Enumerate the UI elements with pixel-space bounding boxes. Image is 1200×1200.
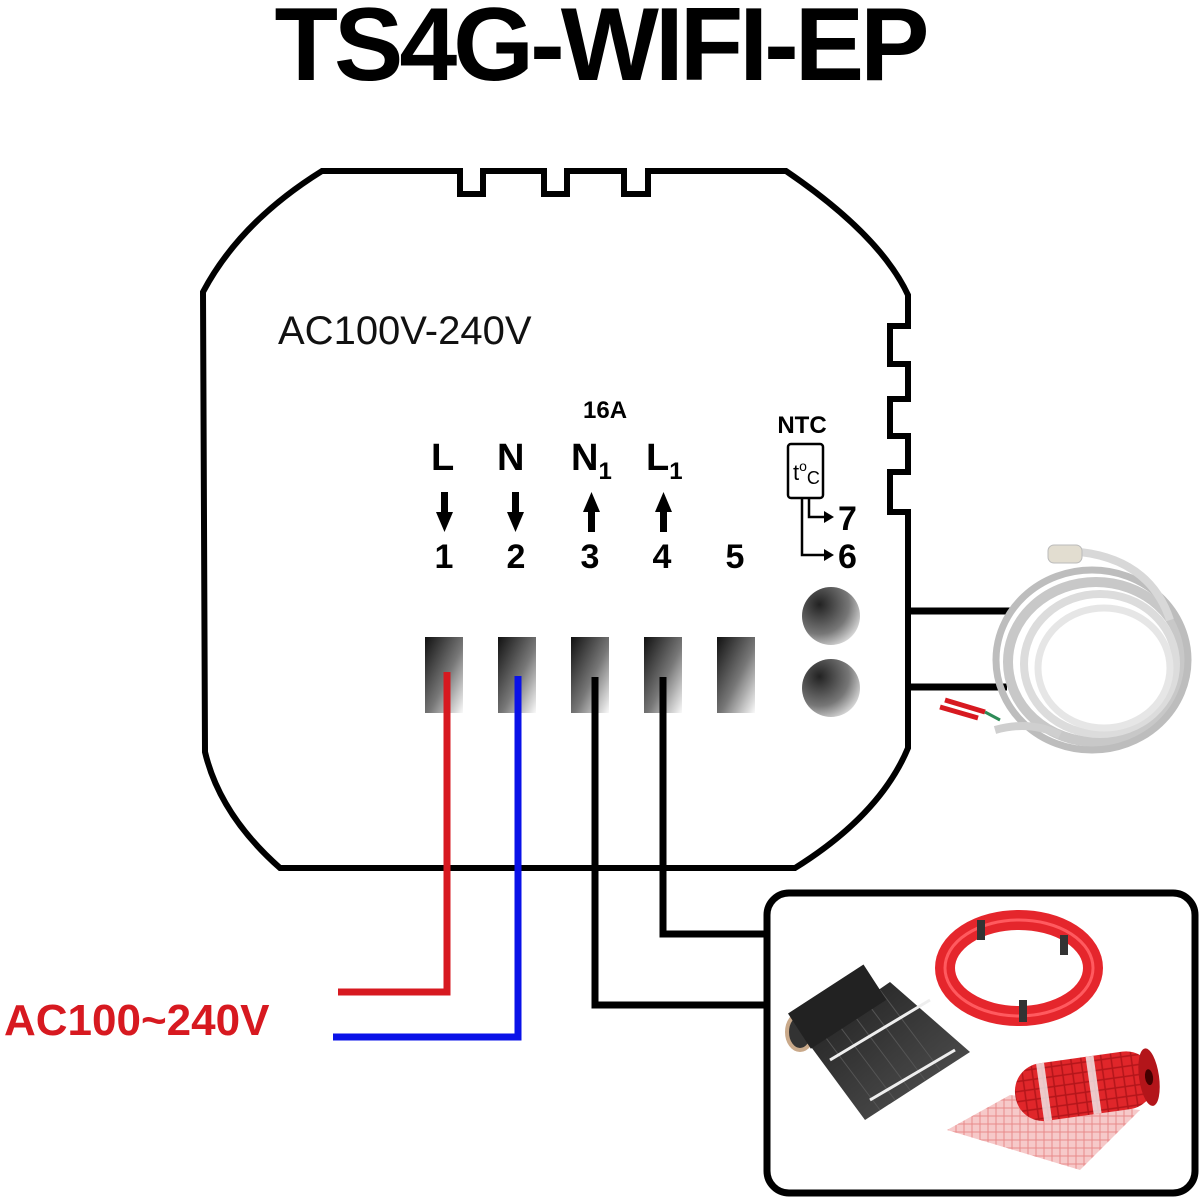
ntc-terminal-6: 6 <box>838 538 857 576</box>
terminal-label-L: L <box>431 437 454 479</box>
terminal-labels: L N N1 L1 <box>431 437 683 485</box>
neutral-supply-wire <box>333 676 522 1041</box>
live-supply-wire <box>338 672 451 996</box>
terminal-blocks <box>425 587 860 717</box>
arrow-down-icon <box>507 492 524 532</box>
terminal-label-L1-sub: 1 <box>669 458 682 485</box>
terminal-block-3 <box>571 637 609 713</box>
sensor-port-7 <box>802 587 860 645</box>
ntc-sensor-cable-image <box>939 544 1192 754</box>
load-live-wire <box>659 677 772 938</box>
thermostat-housing <box>199 168 911 871</box>
terminal-number-4: 4 <box>653 538 672 576</box>
terminal-number-3: 3 <box>581 538 600 576</box>
heating-mat-image <box>947 1048 1160 1170</box>
terminal-arrows <box>436 492 672 532</box>
arrow-right-icon <box>824 549 834 561</box>
product-title: TS4G-WIFI-EP <box>274 0 926 103</box>
terminal-label-N1: N1 <box>571 437 612 485</box>
terminal-label-L1: L1 <box>646 437 683 485</box>
voltage-rating-label: AC100V-240V <box>278 309 532 353</box>
supply-voltage-label: AC100~240V <box>4 996 270 1045</box>
terminal-number-5: 5 <box>726 538 745 576</box>
heating-film-image <box>785 964 970 1120</box>
ntc-temp-symbol: toC <box>793 458 820 488</box>
terminal-numbers: 1 2 3 4 5 <box>435 538 745 576</box>
ntc-label: NTC <box>777 412 826 439</box>
ntc-lead-6 <box>800 498 826 557</box>
terminal-label-L1-main: L <box>646 437 669 479</box>
arrow-up-icon <box>583 492 600 532</box>
terminal-label-N1-main: N <box>571 437 598 479</box>
ntc-terminal-7: 7 <box>838 500 857 538</box>
arrow-up-icon <box>655 492 672 532</box>
terminal-block-5 <box>717 637 755 713</box>
ntc-sensor-symbol: NTC toC 7 6 <box>777 412 857 576</box>
terminal-number-1: 1 <box>435 538 454 576</box>
ntc-lead-7 <box>807 498 826 519</box>
sensor-port-6 <box>802 659 860 717</box>
load-neutral-wire <box>591 677 772 1009</box>
terminal-label-N: N <box>497 437 524 479</box>
current-rating-label: 16A <box>583 397 627 424</box>
ntc-box <box>786 442 825 500</box>
arrow-down-icon <box>436 492 453 532</box>
heating-cable-coil-image <box>935 910 1103 1026</box>
terminal-label-N1-sub: 1 <box>598 458 611 485</box>
sensor-probe-tip <box>1047 544 1083 564</box>
arrow-right-icon <box>824 511 834 523</box>
terminal-number-2: 2 <box>507 538 526 576</box>
